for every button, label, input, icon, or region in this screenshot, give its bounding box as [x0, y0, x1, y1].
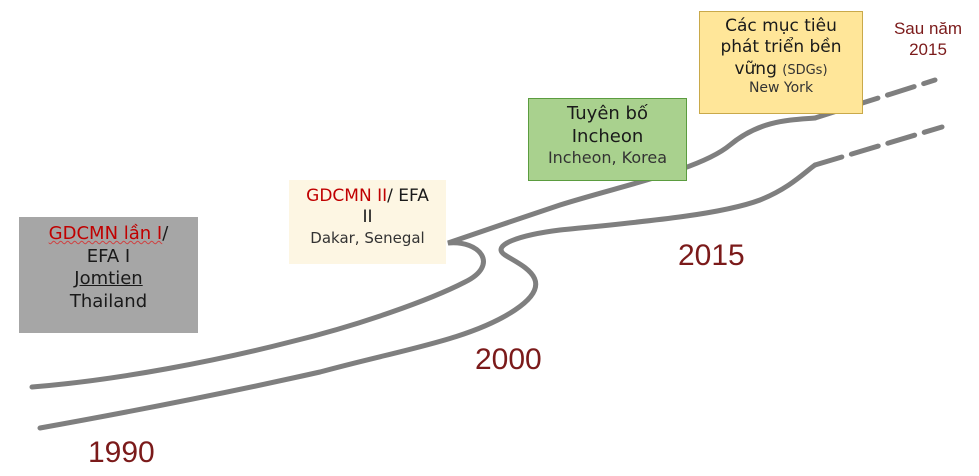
milestone-efa1: GDCMN lần I/ EFA I Jomtien Thailand — [19, 217, 198, 333]
efa1-line2: EFA I — [86, 245, 131, 267]
sdg-line2: phát triển bền — [720, 37, 842, 58]
road-upper-lane — [29, 115, 818, 390]
year-after-2015: Sau năm 2015 — [885, 18, 971, 61]
sdg-line3: vững — [734, 58, 777, 79]
efa1-place2: Thailand — [69, 290, 148, 312]
sdg-place: New York — [748, 79, 814, 96]
efa2-title-rest: / EFA — [387, 186, 429, 206]
efa2-line2: II — [362, 207, 373, 228]
efa1-title-rest: / — [162, 223, 169, 244]
sdg-line1: Các mục tiêu — [725, 16, 837, 36]
road-lower-dashed — [812, 124, 945, 168]
efa2-place: Dakar, Senegal — [310, 228, 425, 247]
efa2-title: GDCMN II/ EFA — [289, 186, 446, 207]
year-2000: 2000 — [475, 343, 542, 376]
efa2-title-red: GDCMN II — [306, 186, 388, 206]
milestone-efa2: GDCMN II/ EFA II Dakar, Senegal — [289, 180, 446, 264]
efa1-title-red: GDCMN lần I — [48, 223, 163, 244]
after-line1: Sau năm — [893, 19, 963, 38]
sdg-abbr: (SDGs) — [782, 62, 828, 78]
year-1990: 1990 — [88, 436, 155, 469]
milestone-incheon: Tuyên bố Incheon Incheon, Korea — [528, 98, 687, 181]
efa1-place1: Jomtien — [74, 268, 143, 289]
incheon-place: Incheon, Korea — [547, 148, 668, 167]
efa1-title: GDCMN lần I/ — [19, 223, 198, 246]
sdg-line3-wrap: vững (SDGs) — [700, 59, 862, 80]
incheon-line1: Tuyên bố — [567, 103, 648, 124]
milestone-sdg: Các mục tiêu phát triển bền vững (SDGs) … — [699, 11, 863, 114]
incheon-line2: Incheon — [571, 125, 644, 147]
year-2015: 2015 — [678, 239, 745, 272]
road-lower-lane — [37, 162, 818, 431]
after-line2: 2015 — [909, 40, 947, 60]
